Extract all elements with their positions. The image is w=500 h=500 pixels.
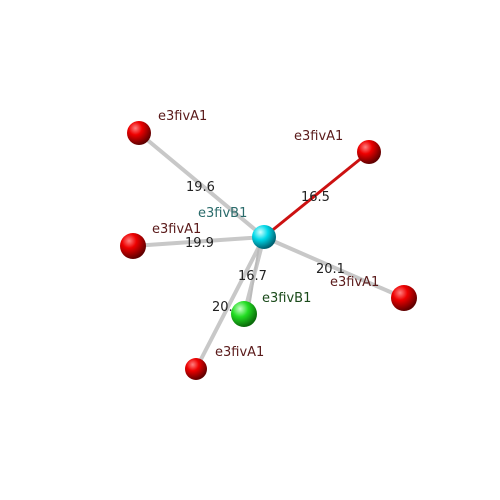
distance-label-left: 19.9 <box>185 236 214 251</box>
atom-right <box>391 285 417 311</box>
node-label-bottom: e3fivA1 <box>215 345 264 360</box>
bond-top-left <box>137 131 266 239</box>
bond-left <box>132 235 265 248</box>
node-labels: e3fivA1 e3fivA1 e3fivA1 e3fivA1 e3fivA1 … <box>152 109 379 360</box>
bonds <box>132 131 405 370</box>
node-label-green: e3fivB1 <box>262 291 311 306</box>
node-label-top-left: e3fivA1 <box>158 109 207 124</box>
bond-green-2 <box>247 239 261 315</box>
distance-labels: 19.6 16.5 19.9 20.1 20. 16.7 <box>185 180 345 315</box>
bond-bottom <box>194 236 266 370</box>
atom-top-left <box>127 121 151 145</box>
node-label-center: e3fivB1 <box>198 206 247 221</box>
bond-right <box>263 235 405 300</box>
node-label-top-right: e3fivA1 <box>294 129 343 144</box>
atom-center <box>252 225 276 249</box>
distance-label-green: 16.7 <box>238 269 267 284</box>
distance-label-bottom: 20. <box>212 300 233 315</box>
distance-label-top-left: 19.6 <box>186 180 215 195</box>
atom-top-right <box>357 140 381 164</box>
distance-label-right: 20.1 <box>316 262 345 277</box>
atom-green <box>231 301 257 327</box>
node-label-right: e3fivA1 <box>330 275 379 290</box>
atom-left <box>120 233 146 259</box>
atoms <box>120 121 417 380</box>
atom-bottom <box>185 358 207 380</box>
distance-label-top-right: 16.5 <box>301 190 330 205</box>
node-label-left: e3fivA1 <box>152 222 201 237</box>
bond-top-right <box>263 150 370 239</box>
